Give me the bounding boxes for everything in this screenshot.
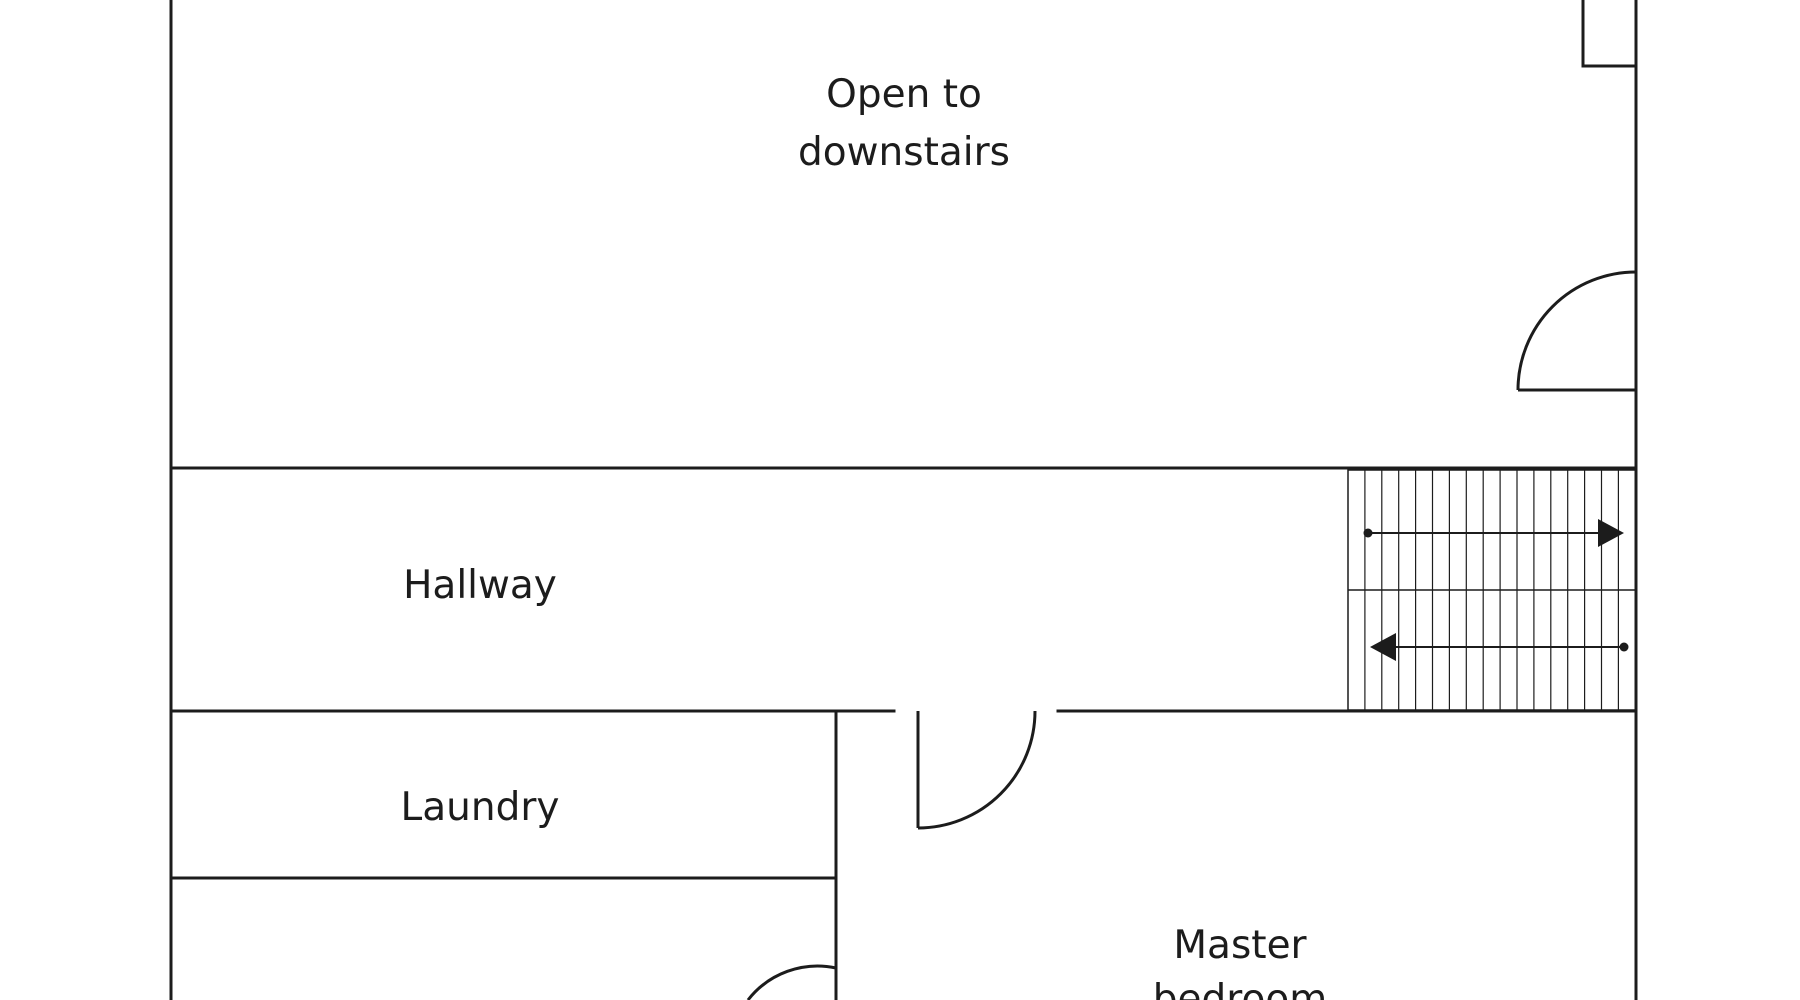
master-bedroom-door[interactable]	[916, 710, 1037, 830]
master-bedroom-label-line2: bedroom	[1153, 977, 1327, 1000]
open-to-downstairs-label-line1: Open to	[826, 72, 982, 117]
stair-up-arrow	[1363, 519, 1624, 547]
master-bedroom-label-line1: Master	[1173, 923, 1307, 968]
lower-room-door[interactable]	[746, 964, 837, 1000]
hallway-label: Hallway	[403, 563, 557, 608]
open-to-downstairs-label-line2: downstairs	[798, 130, 1010, 175]
top-right-closet	[1581, 0, 1638, 68]
staircase	[1347, 469, 1637, 711]
right-wall-door[interactable]	[1516, 250, 1638, 414]
stair-down-arrow	[1370, 633, 1629, 661]
laundry-label: Laundry	[401, 785, 560, 830]
